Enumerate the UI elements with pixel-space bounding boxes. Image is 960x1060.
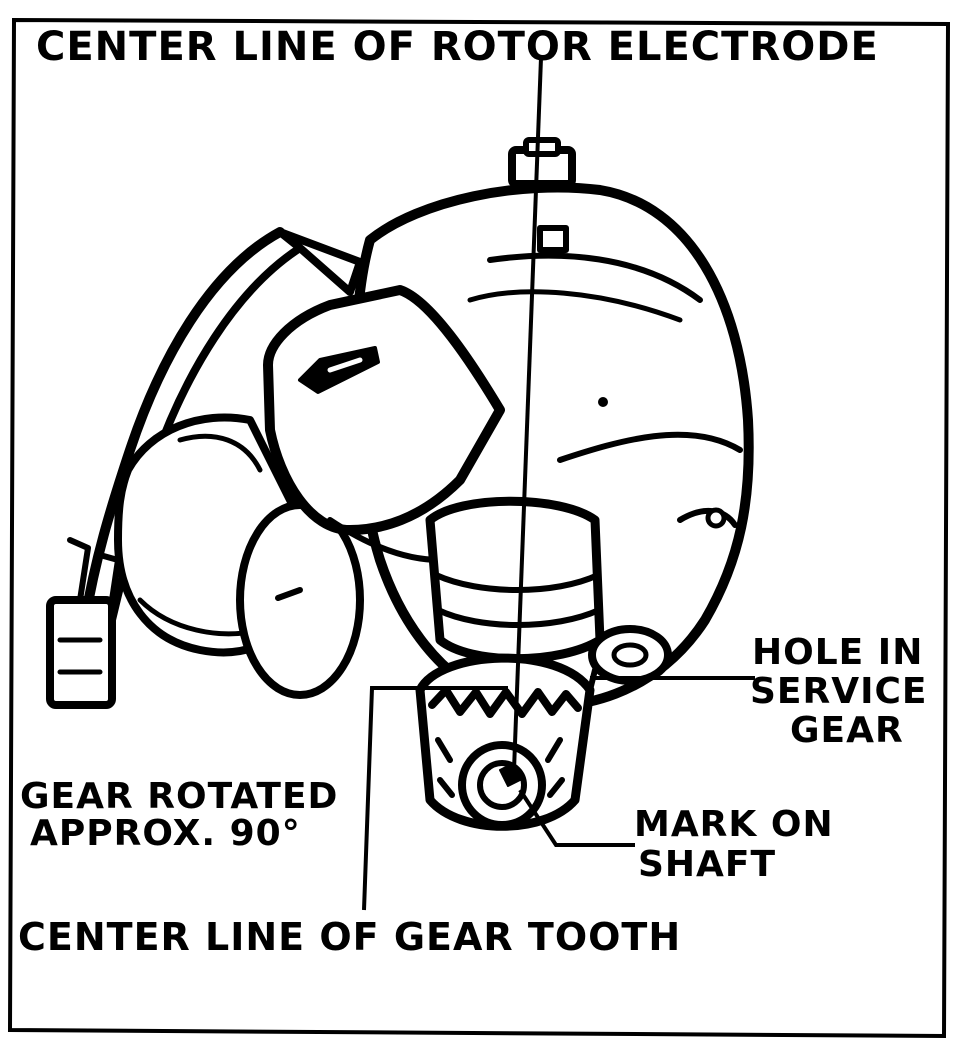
- label-mark-line1: MARK ON: [634, 804, 834, 845]
- label-hole-line3: GEAR: [790, 710, 904, 751]
- label-hole-line1: HOLE IN: [752, 632, 923, 673]
- label-gear-rotated-line2: APPROX. 90°: [30, 813, 301, 854]
- label-mark-line2: SHAFT: [638, 844, 776, 885]
- gear-tooth-centerline: [362, 686, 508, 911]
- label-rotor-centerline: CENTER LINE OF ROTOR ELECTRODE: [36, 24, 879, 70]
- leader-lines: [362, 57, 755, 911]
- shaft-mark: [499, 763, 521, 787]
- mounting-bracket: [263, 285, 505, 563]
- distributor-illustration: [46, 137, 754, 831]
- wire-connector: [46, 596, 116, 709]
- vacuum-advance-unit: [114, 413, 364, 699]
- label-gear-tooth-centerline: CENTER LINE OF GEAR TOOTH: [18, 915, 681, 959]
- rotor-centerline: [512, 57, 543, 771]
- label-gear-rotated-line1: GEAR ROTATED: [20, 776, 338, 817]
- mark-leader: [518, 788, 635, 847]
- distributor-shaft: [425, 496, 605, 664]
- label-hole-line2: SERVICE: [750, 671, 928, 712]
- labels: CENTER LINE OF ROTOR ELECTRODE HOLE IN S…: [18, 24, 928, 959]
